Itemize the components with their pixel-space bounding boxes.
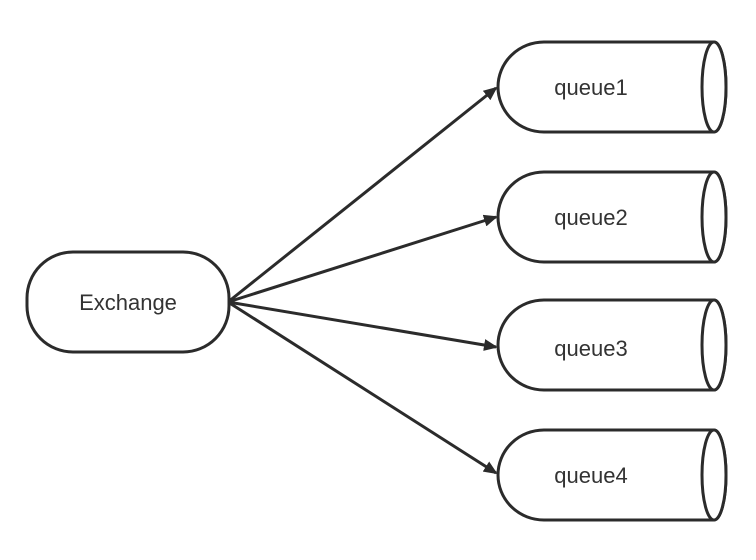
arrow-to-queue3 [227,300,498,351]
queue3-label: queue3 [554,336,627,361]
arrow-to-queue2 [227,214,498,304]
queue2-label: queue2 [554,205,627,230]
arrow-to-queue4 [227,300,498,475]
queue-node-3: queue3 [496,298,728,392]
exchange-node: Exchange [25,250,231,354]
queue1-label: queue1 [554,75,627,100]
queue-node-1: queue1 [496,40,728,134]
queue-node-2: queue2 [496,170,728,264]
queue4-label: queue4 [554,463,627,488]
queue-node-4: queue4 [496,428,728,522]
arrow-to-queue1 [227,86,498,304]
exchange-label: Exchange [79,290,177,315]
